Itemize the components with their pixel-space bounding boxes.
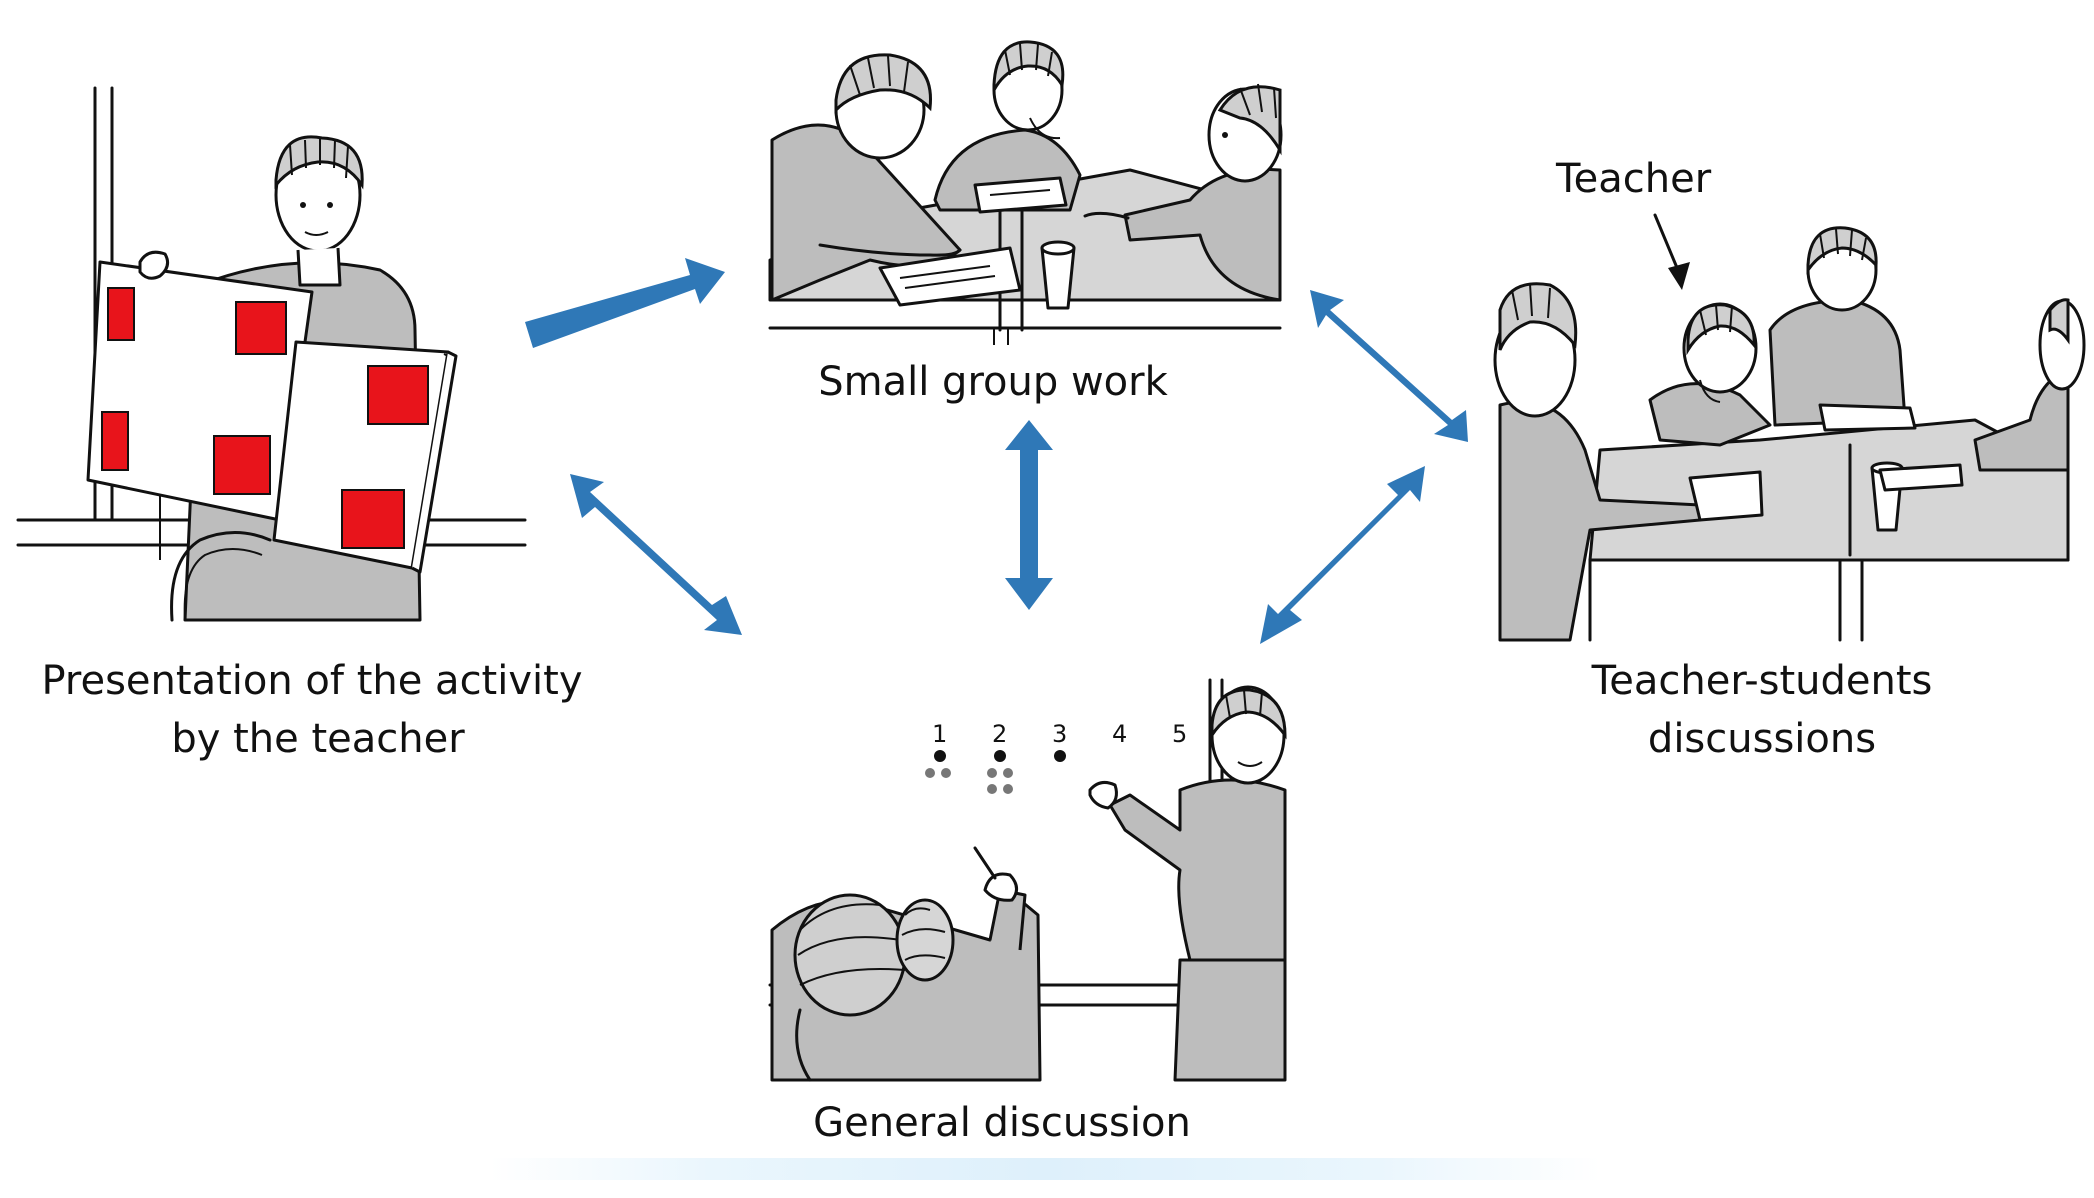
card-square [367, 365, 429, 425]
captions: Presentation of the activity by the teac… [42, 359, 1933, 1146]
board-number: 2 [992, 720, 1007, 748]
presentation-panel [16, 86, 527, 622]
caption-presentation-line1: Presentation of the activity [42, 658, 583, 704]
card-square [235, 301, 287, 355]
card-square [213, 435, 271, 495]
student-right [1870, 298, 2086, 532]
student-right [1040, 83, 1283, 310]
block-arrow-icon [1005, 420, 1053, 610]
caption-teacher-students-line1: Teacher-students [1591, 658, 1933, 704]
block-arrow-icon [1260, 466, 1425, 644]
board-numbers: 1 2 3 4 5 [932, 720, 1187, 748]
block-arrow-icon [570, 474, 742, 635]
block-arrow-icon [1310, 290, 1468, 442]
student-left [770, 53, 1022, 307]
student-center [933, 40, 1082, 214]
board-dots [925, 750, 1066, 794]
small-group-panel [768, 40, 1283, 345]
presentation-card-left [86, 250, 314, 522]
card-square [341, 489, 405, 549]
pointer-arrow-icon [1653, 213, 1690, 290]
teacher-label: Teacher [1555, 156, 1712, 202]
board-number: 1 [932, 720, 947, 748]
teacher-in-discussion [1648, 302, 1772, 447]
student-raising-hand [770, 846, 1042, 1082]
student-center [1768, 226, 1917, 432]
presentation-card-right [272, 340, 458, 574]
board-number: 3 [1052, 720, 1067, 748]
arrows [525, 258, 1468, 644]
bottom-fade-strip [490, 1158, 1600, 1180]
caption-general-discussion: General discussion [813, 1100, 1191, 1146]
block-arrow-icon [525, 258, 725, 348]
board-number: 5 [1172, 720, 1187, 748]
teacher-figure [1088, 685, 1287, 1082]
teacher-students-panel: Teacher [1493, 156, 2086, 642]
board-number: 4 [1112, 720, 1127, 748]
general-discussion-panel: 1 2 3 4 5 [768, 678, 1287, 1082]
card-square [107, 287, 135, 341]
student-left [1493, 282, 1764, 642]
card-square [101, 411, 129, 471]
caption-teacher-students-line2: discussions [1648, 716, 1876, 762]
caption-presentation-line2: by the teacher [171, 716, 465, 762]
caption-small-group: Small group work [818, 359, 1168, 405]
